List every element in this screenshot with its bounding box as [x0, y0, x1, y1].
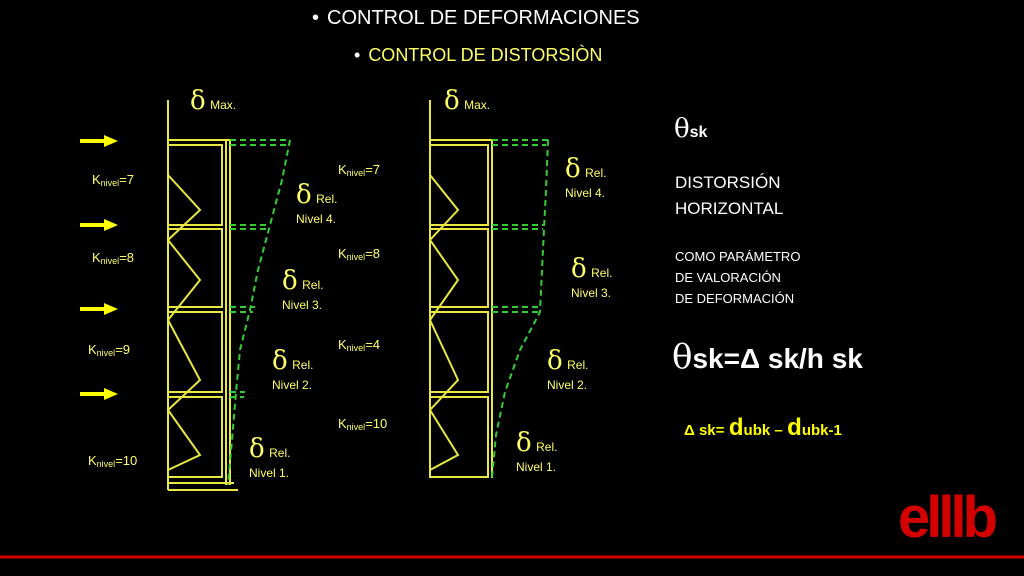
- theta-sk: θsk: [674, 114, 708, 144]
- right-k-label-2: Knivel=8: [338, 246, 381, 262]
- left-k-label-3: Knivel=9: [88, 342, 131, 358]
- left-rel-2: δ Rel.Nivel 2.: [272, 346, 314, 392]
- right-rel-3: δ Rel.Nivel 3.: [571, 254, 613, 300]
- left-rel-3: δ Rel.Nivel 3.: [282, 266, 324, 312]
- page-subtitle: •CONTROL DE DISTORSIÒN: [354, 45, 603, 65]
- left-frame: [166, 100, 238, 491]
- right-rel-4: δ Rel.Nivel 4.: [565, 154, 607, 200]
- page-title: •CONTROL DE DEFORMACIONES: [312, 7, 640, 29]
- right-deformed-shape: [491, 139, 549, 479]
- brand-logo: elllb: [898, 485, 998, 550]
- left-deformed-shape: [227, 139, 291, 486]
- right-delta-max: δ Max.: [444, 86, 491, 116]
- right-k-label-3: Knivel=4: [338, 337, 381, 353]
- left-k-label-2: Knivel=8: [92, 250, 135, 266]
- right-k-label-4: Knivel=10: [338, 416, 388, 432]
- left-rel-1: δ Rel.Nivel 1.: [249, 434, 291, 480]
- right-k-label-1: Knivel=7: [338, 162, 381, 178]
- left-k-label-1: Knivel=7: [92, 172, 135, 188]
- formula-main: θsk=Δ sk/h sk: [672, 337, 863, 377]
- right-rel-2: δ Rel.Nivel 2.: [547, 346, 589, 392]
- right-frame: [428, 100, 493, 478]
- left-k-label-4: Knivel=10: [88, 453, 138, 469]
- right-rel-1: δ Rel.Nivel 1.: [516, 428, 558, 474]
- left-rel-4: δ Rel.Nivel 4.: [296, 180, 338, 226]
- left-delta-max: δ Max.: [190, 86, 237, 116]
- load-arrows: [80, 135, 118, 400]
- formula-secondary: Δ sk= dubk – dubk-1: [684, 414, 842, 441]
